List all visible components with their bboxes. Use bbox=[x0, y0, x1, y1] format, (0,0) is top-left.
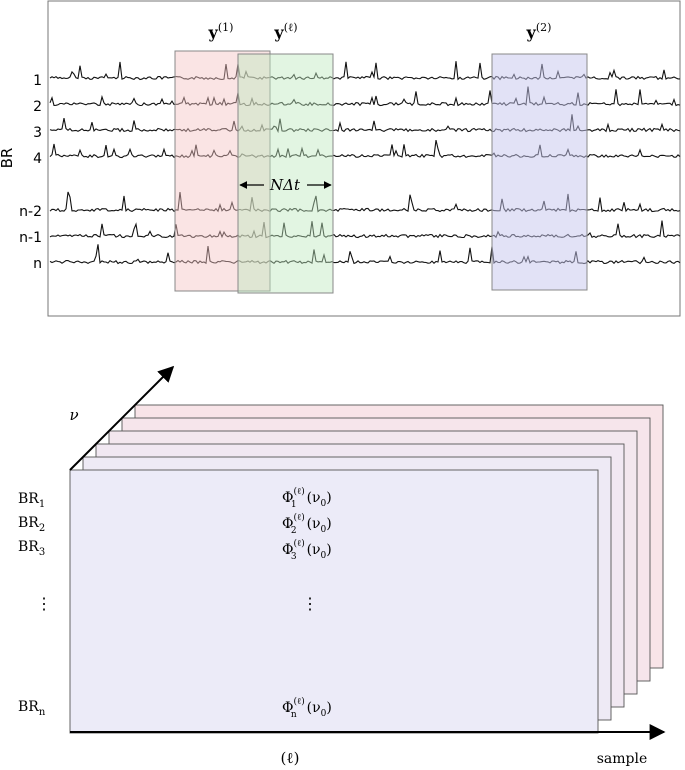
channel-label-1: 1 bbox=[33, 73, 42, 89]
cell-phi-3: Φ(ℓ)3(ν0) bbox=[282, 538, 332, 562]
row-label-br2: BR2 bbox=[18, 515, 45, 534]
channel-label-n-1: n-1 bbox=[19, 230, 42, 246]
row-label-br3: BR3 bbox=[18, 539, 45, 558]
stacked-feature-layers bbox=[69, 404, 664, 734]
window-y1-label: y(1) bbox=[208, 21, 234, 42]
cell-phi-2: Φ(ℓ)2(ν0) bbox=[282, 512, 332, 536]
cell-ellipsis: ⋮ bbox=[302, 594, 318, 613]
nu-axis-label: ν bbox=[69, 406, 78, 424]
window-y2 bbox=[491, 53, 588, 291]
window-y1 bbox=[174, 50, 271, 292]
channel-label-n-2: n-2 bbox=[19, 204, 42, 220]
channel-label-n: n bbox=[33, 256, 42, 272]
channel-label-3: 3 bbox=[33, 125, 42, 141]
segment-index-label: (ℓ) bbox=[281, 749, 300, 767]
feature-layer bbox=[69, 469, 599, 734]
nu-axis bbox=[69, 365, 175, 471]
window-yl-label: y(ℓ) bbox=[273, 21, 297, 42]
window-span-label: NΔt bbox=[269, 176, 301, 194]
sample-axis-label: sample bbox=[597, 751, 648, 767]
feature-stack: ν (ℓ) sample BR1 BR2 BR3 ⋮ BRn Φ(ℓ)1(ν0)… bbox=[18, 365, 666, 767]
row-label-brn: BRn bbox=[18, 699, 46, 718]
cell-phi-n: Φ(ℓ)n(ν0) bbox=[282, 696, 332, 720]
window-y2-label: y(2) bbox=[526, 21, 552, 42]
row-label-br1: BR1 bbox=[18, 491, 45, 510]
window-yl bbox=[237, 53, 334, 294]
channel-labels: 1 2 3 4 n-2 n-1 n bbox=[19, 73, 42, 272]
channel-label-2: 2 bbox=[33, 99, 42, 115]
channel-label-4: 4 bbox=[33, 151, 42, 167]
signal-panel: BR 1 2 3 4 n-2 n-1 n y(1) y(ℓ) y(2) NΔt bbox=[0, 0, 681, 317]
cell-phi-1: Φ(ℓ)1(ν0) bbox=[282, 486, 332, 510]
row-label-ellipsis: ⋮ bbox=[36, 594, 52, 613]
br-axis-label: BR bbox=[0, 148, 16, 169]
